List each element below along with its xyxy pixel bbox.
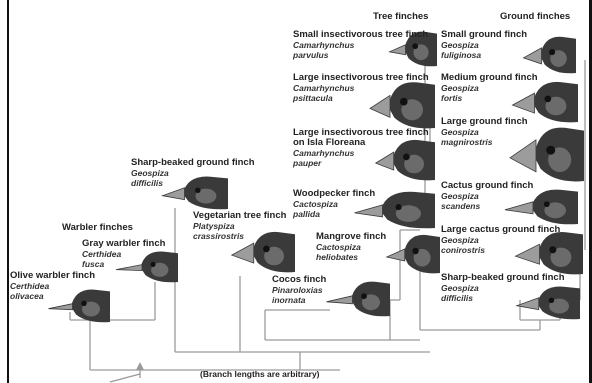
label-large-cactus-ground-finch: Large cactus ground finch Geospiza conir… bbox=[441, 225, 560, 255]
label-small-ground-finch: Small ground finch Geospiza fuliginosa bbox=[441, 30, 527, 60]
label-olive-warbler-finch: Olive warbler finch Certhidea olivacea bbox=[10, 271, 95, 301]
warbler-finches-heading: Warbler finches bbox=[62, 222, 133, 233]
label-cocos-finch: Cocos finch Pinaroloxias inornata bbox=[272, 275, 326, 305]
label-medium-ground-finch: Medium ground finch Geospiza fortis bbox=[441, 73, 538, 103]
mangrove-finch-head-illustration bbox=[387, 235, 440, 273]
label-vegetarian-tree-finch: Vegetarian tree finch Platyspiza crassir… bbox=[193, 211, 286, 241]
label-sharp-beaked-ground-finch-right: Sharp-beaked ground finch Geospiza diffi… bbox=[441, 273, 565, 303]
tree-finches-heading: Tree finches bbox=[373, 11, 428, 22]
label-sharp-beaked-ground-finch-left: Sharp-beaked ground finch Geospiza diffi… bbox=[131, 158, 255, 188]
branch-length-note: (Branch lengths are arbitrary) bbox=[200, 369, 320, 379]
label-large-ground-finch: Large ground finch Geospiza magnirostris bbox=[441, 117, 528, 147]
label-cactus-ground-finch: Cactus ground finch Geospiza scandens bbox=[441, 181, 533, 211]
label-woodpecker-finch: Woodpecker finch Cactospiza pallida bbox=[293, 189, 375, 219]
label-floreana-tree-finch: Large insectivorous tree finch on Isla F… bbox=[293, 128, 429, 168]
label-small-insectivorous-tree-finch: Small insectivorous tree finch Camarhync… bbox=[293, 30, 428, 60]
cocos-finch-head-illustration bbox=[327, 282, 391, 317]
label-gray-warbler-finch: Gray warbler finch Certhidea fusca bbox=[82, 239, 165, 269]
small-ground-finch-head-illustration bbox=[524, 37, 577, 74]
label-mangrove-finch: Mangrove finch Cactospiza heliobates bbox=[316, 232, 386, 262]
label-large-insectivorous-tree-finch: Large insectivorous tree finch Camarhync… bbox=[293, 73, 429, 103]
ground-finches-heading: Ground finches bbox=[500, 11, 570, 22]
